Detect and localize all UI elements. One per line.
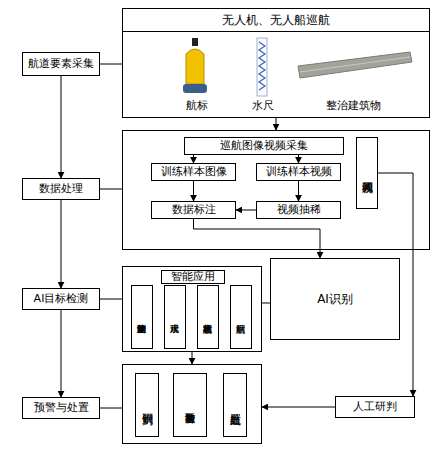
box-label: 训练样本图像 (161, 165, 227, 178)
process-box: 巡航图像视频采集 (184, 137, 344, 155)
application-group: 智能应用整治建筑物监测水尺观读航标状态检测航标识别 (122, 266, 262, 352)
action-group: 识别研判智能预警与推送出航处置 (122, 364, 262, 444)
link-line (100, 299, 122, 300)
ai-box: AI识别 (270, 258, 400, 340)
application-box: 水尺观读 (164, 285, 186, 349)
item-caption: 整治建筑物 (318, 99, 388, 113)
link-line (100, 408, 122, 409)
gauge-strip (257, 38, 267, 96)
flow-arrow (193, 181, 194, 201)
action-box: 识别研判 (135, 373, 159, 437)
flow-arrow (61, 310, 62, 397)
action-box: 智能预警与推送 (173, 373, 207, 437)
process-box: 视频抽稀 (256, 201, 341, 219)
item-caption: 水尺 (228, 99, 298, 113)
box-label: 视频抽稀 (277, 203, 321, 216)
gauge-marks (259, 42, 265, 90)
patrol-box: 无人机、无人船巡航航标水尺 整治建筑物 (122, 8, 430, 118)
manual-box: 人工研判 (335, 396, 415, 418)
structure-illustration (298, 52, 412, 78)
box-label: 无人机、无人船巡航 (123, 9, 429, 32)
box-label: 智能应用 (161, 270, 225, 284)
link-line (262, 303, 270, 304)
buoy-illustration (183, 38, 207, 93)
box-label: AI目标检测 (34, 292, 89, 305)
buoy-base (183, 84, 207, 93)
box-label: 航道要素采集 (28, 57, 94, 70)
flow-arrow (61, 76, 62, 178)
flow-arrow (192, 352, 193, 364)
flow-arrow (194, 219, 321, 258)
application-box: 航标状态检测 (197, 285, 219, 349)
buoy-top (192, 38, 198, 46)
flow-arrow (298, 181, 299, 201)
flow-arrow (236, 210, 256, 211)
step-box: 数据处理 (22, 178, 100, 200)
flow-arrow (262, 407, 335, 408)
application-box: 整治建筑物监测 (131, 285, 153, 349)
box-label: 数据标注 (172, 203, 216, 216)
gauge-illustration (257, 38, 267, 96)
flow-arrow (193, 155, 194, 163)
application-box: 航标识别 (230, 285, 252, 349)
box-label: 巡航图像视频采集 (220, 139, 308, 152)
item-caption: 航标 (162, 99, 232, 113)
buoy-body (186, 49, 204, 84)
box-label: 训练样本视频 (266, 165, 332, 178)
process-box: 数据标注 (151, 201, 236, 219)
link-line (100, 64, 122, 65)
flow-arrow (378, 173, 413, 396)
step-box: AI目标检测 (22, 288, 100, 310)
box-label: 预警与处置 (34, 401, 89, 414)
box-label: 人工研判 (353, 400, 397, 413)
flow-arrow (61, 200, 62, 288)
process-box: 训练样本图像 (151, 163, 236, 181)
box-label: 数据处理 (39, 182, 83, 195)
flow-arrow (298, 155, 299, 163)
structure-texture (300, 57, 410, 72)
step-box: 航道要素采集 (22, 52, 100, 76)
action-box: 出航处置 (223, 373, 247, 437)
step-box: 预警与处置 (22, 397, 100, 419)
training-structure (298, 52, 412, 78)
processing-group: 巡航图像视频采集训练样本图像 训练样本视频 视频调阅数据标注 视频抽稀 (122, 130, 430, 250)
edge-layer (61, 64, 413, 408)
flow-arrow (276, 118, 277, 130)
link-line (100, 189, 122, 190)
box-label: AI识别 (317, 292, 353, 306)
process-box: 训练样本视频 (256, 163, 341, 181)
process-box: 视频调阅 (356, 137, 378, 209)
